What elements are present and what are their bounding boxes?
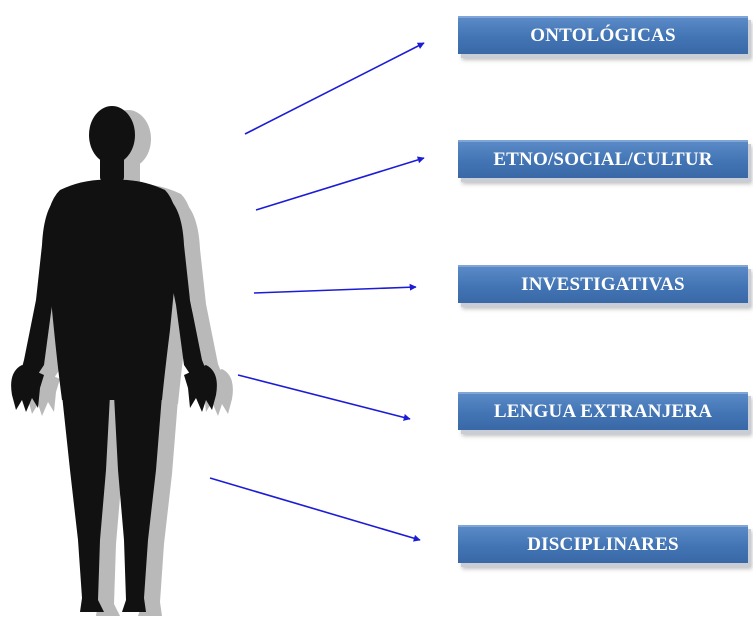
dimension-box-investigativas: INVESTIGATIVAS	[458, 265, 748, 303]
arrow-lengua-extranjera	[238, 375, 410, 419]
arrow-disciplinares	[210, 478, 420, 540]
arrow-investigativas	[254, 287, 416, 293]
dimension-box-etno-social-cultural: ETNO/SOCIAL/CULTUR	[458, 140, 748, 178]
dimension-box-lengua-extranjera: LENGUA EXTRANJERA	[458, 392, 748, 430]
dimension-box-disciplinares: DISCIPLINARES	[458, 525, 748, 563]
arrow-ontologicas	[245, 43, 424, 134]
arrow-etno-social-cultural	[256, 158, 424, 210]
dimension-box-ontologicas: ONTOLÓGICAS	[458, 16, 748, 54]
